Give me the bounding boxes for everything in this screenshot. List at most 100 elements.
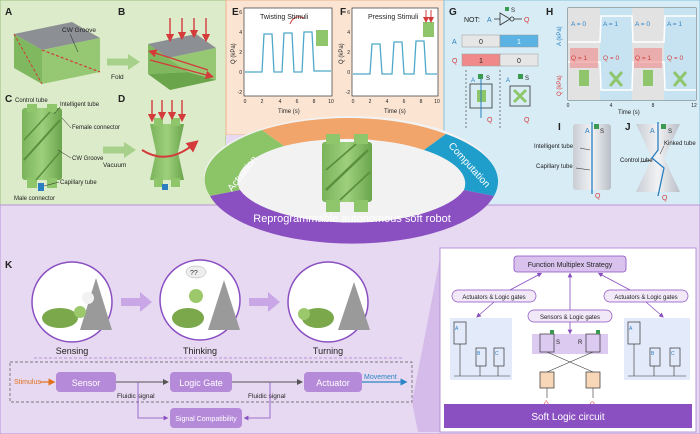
ring-segment-actuation xyxy=(204,130,284,196)
panel-letter-d: D xyxy=(118,94,125,105)
panel-i-a: A xyxy=(585,128,590,135)
truth-table-a0: 0 xyxy=(479,39,483,46)
panel-h-q-states: Q = 1 Q = 0 Q = 1 Q = 0 xyxy=(571,55,683,62)
schematic-right-q: Q xyxy=(524,117,530,124)
schematic-left-s: S xyxy=(486,76,490,82)
panel-f-chart xyxy=(351,7,439,97)
panel-e-ytick-0: -2 xyxy=(238,90,243,96)
compat-link-right xyxy=(243,382,271,421)
panel-e-ylabel: Q (kPa) xyxy=(231,43,237,64)
signal-compatibility-label: Signal Compatibility xyxy=(175,416,237,423)
scene-label-sensing: Sensing xyxy=(56,346,89,356)
right-circuit-a: A xyxy=(629,326,633,332)
left-circuit-block xyxy=(450,318,512,380)
panel-e-signal-line xyxy=(245,31,331,73)
panel-c-capillary-label: Capillary tube xyxy=(60,180,97,186)
zoom-callout xyxy=(412,258,440,432)
compat-link-left xyxy=(137,382,169,421)
right-circuit-c: C xyxy=(671,351,675,357)
panel-f-ytick-2: 2 xyxy=(347,50,350,56)
panel-h-a-state-2: A = 0 xyxy=(635,21,650,28)
ring-segment-computation xyxy=(424,134,499,196)
ring-segment-title xyxy=(210,190,494,244)
panel-i-intelligent-label: Intelligent tube xyxy=(534,144,574,150)
panel-a-groove-label: CW Groove xyxy=(62,27,96,34)
central-robot-module xyxy=(322,134,372,212)
panel-f-xtick-5: 10 xyxy=(434,99,440,105)
panel-letter-c: C xyxy=(5,94,12,105)
panel-e-xtick-1: 2 xyxy=(261,99,264,105)
strategy-box xyxy=(513,255,627,273)
panel-h-a-states: A = 0 A = 1 A = 0 A = 1 xyxy=(571,21,682,28)
panel-h-chart xyxy=(567,7,697,101)
not-gate-s: S xyxy=(511,8,515,14)
panel-f-ytick-0: -2 xyxy=(346,90,351,96)
not-gate-a: A xyxy=(487,17,492,24)
panel-a-groove-leader xyxy=(69,33,79,53)
schematic-right-s: S xyxy=(525,76,529,82)
panel-d-module xyxy=(141,100,199,190)
panel-f-ytick-1: 0 xyxy=(347,70,350,76)
left-circuit-c: C xyxy=(495,351,499,357)
sensor-box xyxy=(56,372,116,392)
not-gate-symbol: A S Q xyxy=(487,7,530,26)
left-circuit-b: B xyxy=(477,351,481,357)
movement-label: Movement xyxy=(364,374,397,381)
panel-f-ylabel: Q (kPa) xyxy=(339,43,345,64)
panel-h-xtick-2: 8 xyxy=(652,103,655,109)
stimulus-label: Stimulus xyxy=(14,379,41,386)
panel-f-ytick-4: 6 xyxy=(347,10,350,16)
panel-e-xtick-4: 8 xyxy=(313,99,316,105)
soft-logic-footer xyxy=(444,404,692,428)
panel-letter-j: J xyxy=(625,122,631,133)
panel-h-q-state-2: Q = 1 xyxy=(635,55,651,62)
panel-c-capillary-leader xyxy=(43,181,60,187)
left-circuit-a: A xyxy=(455,326,459,332)
thinking-question-marks: ?? xyxy=(190,270,198,277)
panel-e-xlabel: Time (s) xyxy=(278,109,300,115)
scene-label-turning: Turning xyxy=(313,346,343,356)
strategy-label: Function Multiplex Strategy xyxy=(528,262,613,269)
panel-f-stimuli-label: Pressing Stimuli xyxy=(368,14,419,21)
panel-j-kinked-leader xyxy=(659,145,665,155)
panel-e-stimuli-label: Twisting Stimuli xyxy=(260,14,309,21)
vacuum-arrow-head xyxy=(124,142,136,158)
turtle-thinking-illustration xyxy=(172,265,240,330)
right-group-label: Actuators & Logic gates xyxy=(614,295,677,301)
right-circuit-b: B xyxy=(651,351,655,357)
panel-h-xlabel: Time (s) xyxy=(618,110,640,116)
panel-letter-h: H xyxy=(546,7,553,18)
fluidic-signal-1: Fluidic signal xyxy=(117,393,155,400)
right-circuit-block xyxy=(624,318,690,380)
panel-b-folding-block xyxy=(148,18,216,90)
panel-h-a-state-0: A = 0 xyxy=(571,21,586,28)
center-circuit-r: R xyxy=(578,340,583,346)
turtle-sensing-illustration xyxy=(42,278,112,330)
ring-label-title: Reprogrammable autonomous soft robot xyxy=(253,213,451,225)
signal-compatibility-box xyxy=(170,408,242,428)
panel-e-xtick-5: 10 xyxy=(328,99,334,105)
panel-f-xtick-0: 0 xyxy=(352,99,355,105)
panel-h-xtick-0: 0 xyxy=(567,103,570,109)
panel-h-xtick-1: 4 xyxy=(610,103,613,109)
panel-c-female-label: Female connector xyxy=(72,125,120,131)
panel-j-control-label: Control tube xyxy=(620,158,653,164)
panel-i-s: S xyxy=(600,129,604,135)
panel-f-ytick-3: 4 xyxy=(347,30,350,36)
pipeline-dashed-frame xyxy=(9,361,413,403)
panel-letter-b: B xyxy=(118,7,125,18)
schematic-left-q: Q xyxy=(487,117,493,124)
panel-letter-i: I xyxy=(558,122,561,133)
panel-i-q: Q xyxy=(595,193,601,200)
panel-letter-f: F xyxy=(340,7,346,18)
panel-f-signal-line xyxy=(353,40,437,75)
schematic-left-a: A xyxy=(471,78,475,84)
center-circuit-s: S xyxy=(556,340,560,346)
truth-table: A 0 1 Q 1 0 xyxy=(452,34,539,67)
panel-f-xlabel: Time (s) xyxy=(384,109,406,115)
panel-h-a-state-3: A = 1 xyxy=(667,21,682,28)
panel-h-xtick-3: 12 xyxy=(691,103,697,109)
truth-table-a1: 1 xyxy=(517,39,521,46)
panel-f-xtick-3: 6 xyxy=(403,99,406,105)
center-circuit-block xyxy=(532,330,608,398)
